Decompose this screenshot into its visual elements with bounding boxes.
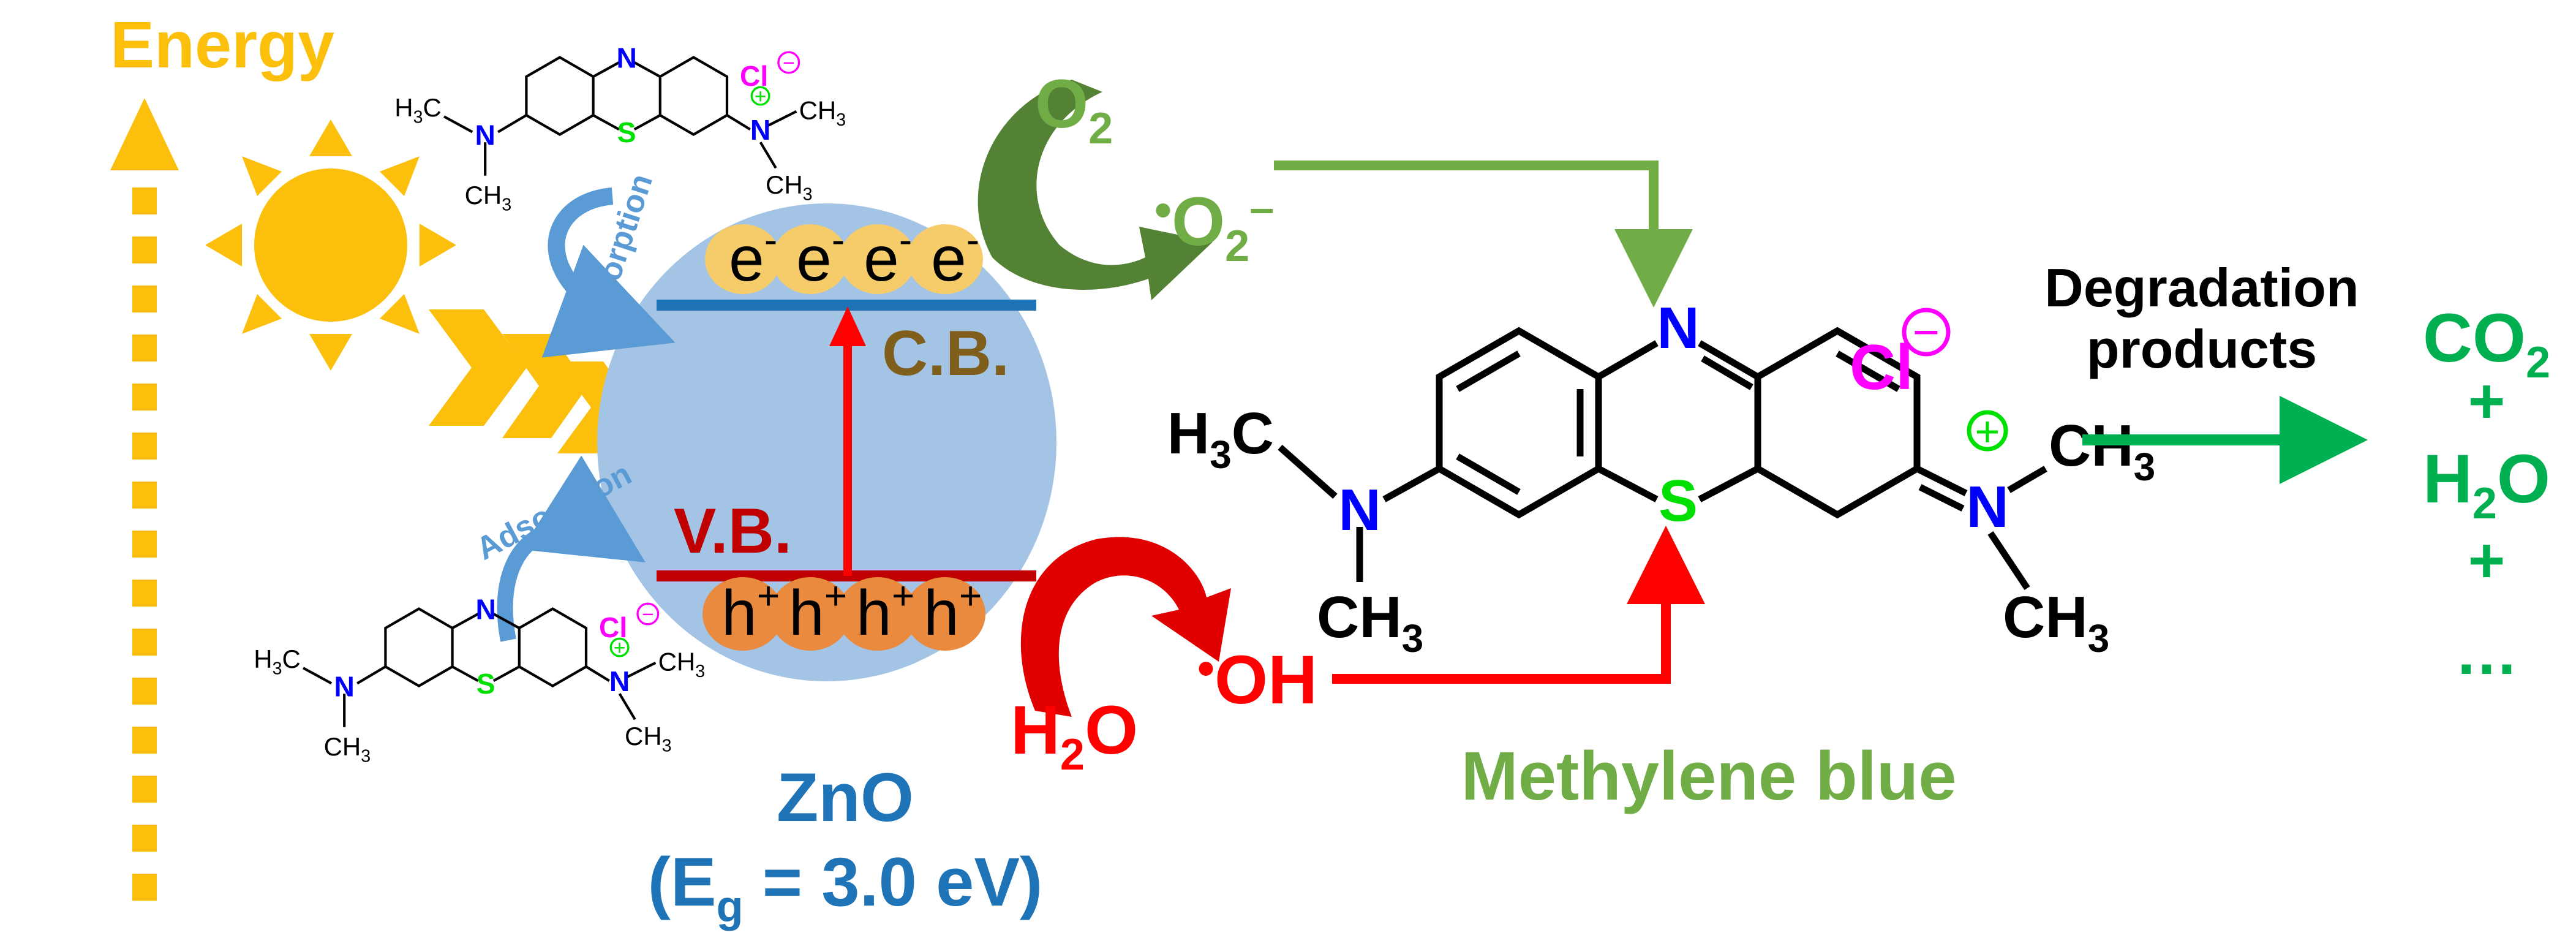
electron-label: e-: [931, 218, 979, 295]
plus-sign: +: [2468, 525, 2506, 596]
svg-text:CH3: CH3: [658, 647, 706, 681]
svg-text:CH3: CH3: [2049, 413, 2155, 489]
hydroxyl-to-mb-arrow: [1332, 526, 1705, 684]
svg-text:Cl: Cl: [599, 611, 627, 643]
electron-label: e-: [796, 218, 845, 295]
svg-text:−: −: [642, 604, 654, 626]
mb-structure-small-bottom: N S N N H3C CH3 CH3 CH3 + Cl −: [254, 593, 705, 766]
electron-label: e-: [729, 218, 777, 295]
zno-particle: [597, 203, 1056, 681]
water-label: H2O: [1011, 692, 1138, 779]
svg-text:CH3: CH3: [799, 96, 846, 130]
electrons: e- e- e- e-: [705, 218, 983, 295]
svg-text:CH3: CH3: [1317, 585, 1423, 660]
svg-text:CH3: CH3: [625, 722, 672, 756]
svg-text:CH3: CH3: [324, 732, 371, 766]
svg-text:+: +: [755, 85, 767, 108]
plus-sign: +: [2468, 366, 2506, 437]
svg-text:+: +: [614, 637, 626, 659]
energy-axis: Energy: [110, 7, 334, 901]
svg-text:N: N: [617, 42, 637, 74]
cb-label: C.B.: [882, 318, 1009, 389]
energy-label: Energy: [110, 7, 334, 81]
electron-label: e-: [864, 218, 912, 295]
o2-label: O2: [1035, 66, 1113, 153]
mb-structure-large: N S N N H3C CH3 CH3 CH3 + Cl −: [1167, 295, 2156, 660]
svg-text:−: −: [1913, 306, 1940, 358]
products-column: CO2 + H2O + …: [2423, 300, 2550, 688]
svg-text:N: N: [476, 593, 496, 625]
energy-arrowhead: [110, 98, 179, 170]
hydroxyl-label: •OH: [1197, 641, 1317, 718]
degradation-label-line2: products: [2087, 319, 2317, 379]
hole-label: h+: [856, 573, 914, 649]
svg-text:Cl: Cl: [740, 60, 768, 92]
zno-label: ZnO: [777, 759, 914, 836]
svg-text:N: N: [1657, 295, 1699, 361]
svg-text:N: N: [475, 119, 495, 151]
svg-text:S: S: [476, 668, 495, 700]
svg-text:S: S: [1659, 468, 1698, 534]
holes: h+ h+ h+ h+: [702, 573, 985, 651]
degradation-label-line1: Degradation: [2044, 257, 2359, 318]
mb-structure-small-top: N S N N H3C CH3 CH3 CH3 + Cl −: [394, 42, 846, 214]
superoxide-to-mb-arrow: [1274, 161, 1693, 308]
svg-text:N: N: [1338, 477, 1380, 543]
svg-text:+: +: [1975, 407, 2000, 455]
svg-text:N: N: [609, 665, 630, 697]
svg-text:−: −: [783, 52, 795, 75]
svg-text:CH3: CH3: [766, 170, 813, 205]
hole-label: h+: [789, 573, 847, 649]
svg-text:N: N: [334, 670, 355, 702]
svg-text:N: N: [750, 114, 770, 146]
o2-reduction-arrow: [977, 80, 1213, 300]
ellipsis: …: [2455, 617, 2518, 688]
superoxide-label: •O2–: [1154, 183, 1274, 271]
svg-text:N: N: [1966, 474, 2008, 540]
co2-label: CO2: [2423, 300, 2550, 387]
svg-text:CH3: CH3: [465, 181, 512, 215]
sun-icon: [205, 119, 456, 371]
water-oxidation-arrow: [1020, 537, 1231, 717]
svg-text:H3C: H3C: [1167, 401, 1274, 477]
excitation-arrow: [829, 306, 866, 576]
svg-text:Cl: Cl: [1850, 332, 1913, 403]
svg-text:H3C: H3C: [394, 93, 442, 127]
vb-label: V.B.: [674, 496, 792, 567]
svg-text:CH3: CH3: [2003, 585, 2109, 660]
svg-text:H3C: H3C: [254, 645, 301, 679]
h2o-label: H2O: [2423, 441, 2550, 528]
svg-text:S: S: [617, 116, 636, 148]
hole-label: h+: [924, 573, 982, 649]
bandgap-label: (Eg = 3.0 eV): [648, 844, 1043, 931]
methylene-blue-label: Methylene blue: [1461, 738, 1956, 814]
hole-label: h+: [721, 573, 780, 649]
